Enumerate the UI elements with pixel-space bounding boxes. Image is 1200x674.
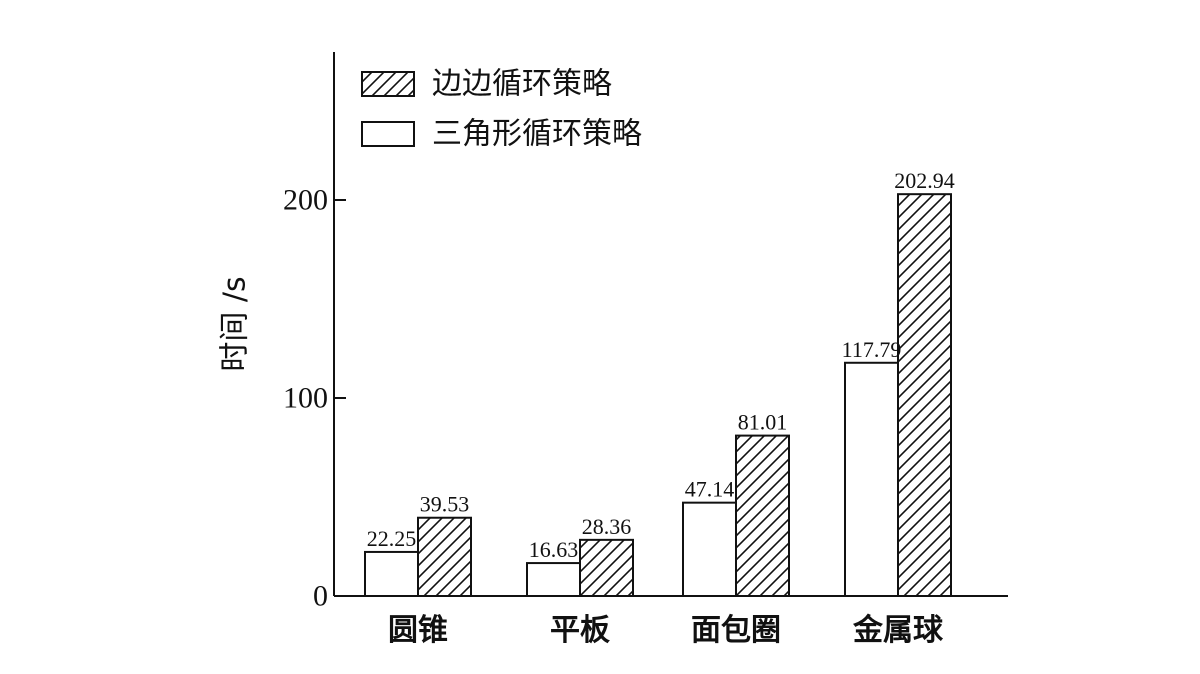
bar-edge-0 — [417, 516, 472, 597]
bar-value-label: 47.14 — [685, 477, 735, 502]
bar-edge-1 — [579, 538, 634, 598]
category-label: 金属球 — [852, 613, 944, 648]
bar-edge-2 — [735, 434, 790, 597]
y-ticks: 0 100 200 — [283, 184, 346, 613]
bar-edge-3 — [897, 193, 952, 597]
category-labels: 圆锥 平板 面包圈 金属球 — [388, 613, 944, 648]
bar-triangle-2 — [682, 501, 737, 598]
y-tick-label: 200 — [283, 184, 328, 217]
legend-entry: 边边循环策略 — [432, 67, 612, 102]
bar-value-label: 117.79 — [842, 337, 902, 362]
legend-swatch — [361, 121, 415, 147]
bar-value-label: 16.63 — [529, 537, 579, 562]
category-label: 圆锥 — [388, 613, 448, 648]
y-tick-label: 100 — [283, 382, 328, 415]
category-label: 平板 — [550, 613, 610, 648]
category-label: 面包圈 — [691, 613, 781, 648]
bar-value-label: 81.01 — [738, 410, 788, 435]
bar-value-label: 202.94 — [894, 168, 955, 193]
legend-swatch — [361, 71, 415, 97]
y-axis-label: 时间 /s — [218, 276, 253, 371]
bar-triangle-1 — [526, 562, 581, 597]
bar-value-label: 39.53 — [420, 492, 470, 517]
bar-triangle-0 — [364, 550, 419, 598]
y-tick-label: 0 — [313, 580, 328, 613]
bar-value-label: 22.25 — [367, 526, 417, 551]
bars — [364, 193, 952, 598]
bar-value-label: 28.36 — [582, 514, 632, 539]
legend-entry: 三角形循环策略 — [432, 117, 642, 152]
bar-triangle-3 — [844, 361, 899, 597]
